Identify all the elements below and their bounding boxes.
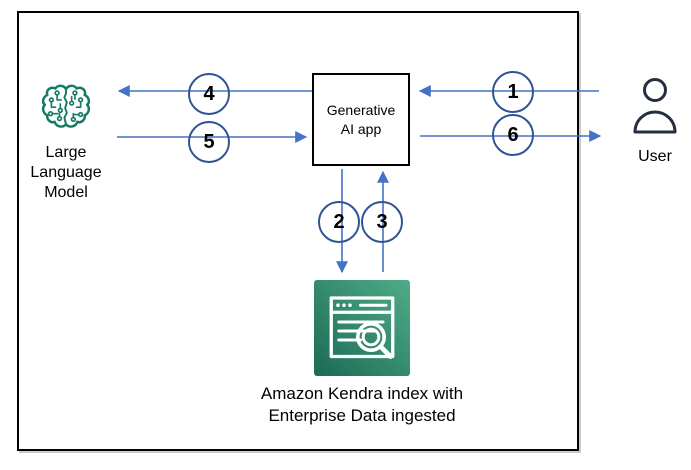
step-number: 2 xyxy=(333,210,345,233)
step-number: 4 xyxy=(203,82,215,105)
llm-node-label: Large Language Model xyxy=(30,144,102,201)
generative-ai-app-node: Generative AI app xyxy=(312,73,410,166)
kendra-node-label: Amazon Kendra index with Enterprise Data… xyxy=(260,384,464,425)
step-number: 1 xyxy=(507,80,519,103)
document-search-icon xyxy=(314,280,410,376)
step-circle-4: 4 xyxy=(188,73,230,115)
user-node-label: User xyxy=(638,148,672,165)
step-number: 5 xyxy=(203,130,215,153)
step-number: 3 xyxy=(376,210,388,233)
person-icon xyxy=(633,78,677,134)
step-circle-1: 1 xyxy=(492,71,534,113)
step-circle-5: 5 xyxy=(188,121,230,163)
brain-circuit-icon xyxy=(41,84,91,128)
diagram-border xyxy=(17,11,579,451)
step-number: 6 xyxy=(507,123,519,146)
step-circle-3: 3 xyxy=(361,201,403,243)
step-circle-2: 2 xyxy=(318,201,360,243)
step-circle-6: 6 xyxy=(492,114,534,156)
